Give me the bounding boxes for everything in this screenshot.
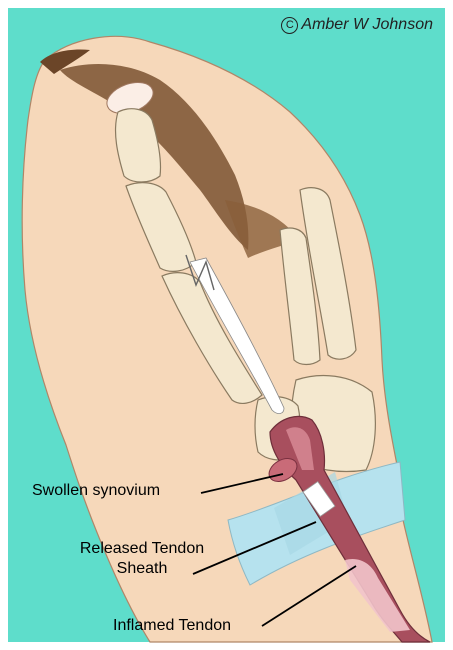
label-released-sheath-line1: Released Tendon: [60, 539, 224, 559]
label-released-tendon-sheath: Released Tendon Sheath: [60, 539, 224, 579]
copyright-text: Amber W Johnson: [301, 16, 433, 33]
label-swollen-synovium: Swollen synovium: [32, 482, 160, 500]
copyright-symbol: C: [281, 17, 298, 34]
label-released-sheath-line2: Sheath: [60, 559, 224, 579]
label-inflamed-tendon: Inflamed Tendon: [113, 617, 231, 635]
